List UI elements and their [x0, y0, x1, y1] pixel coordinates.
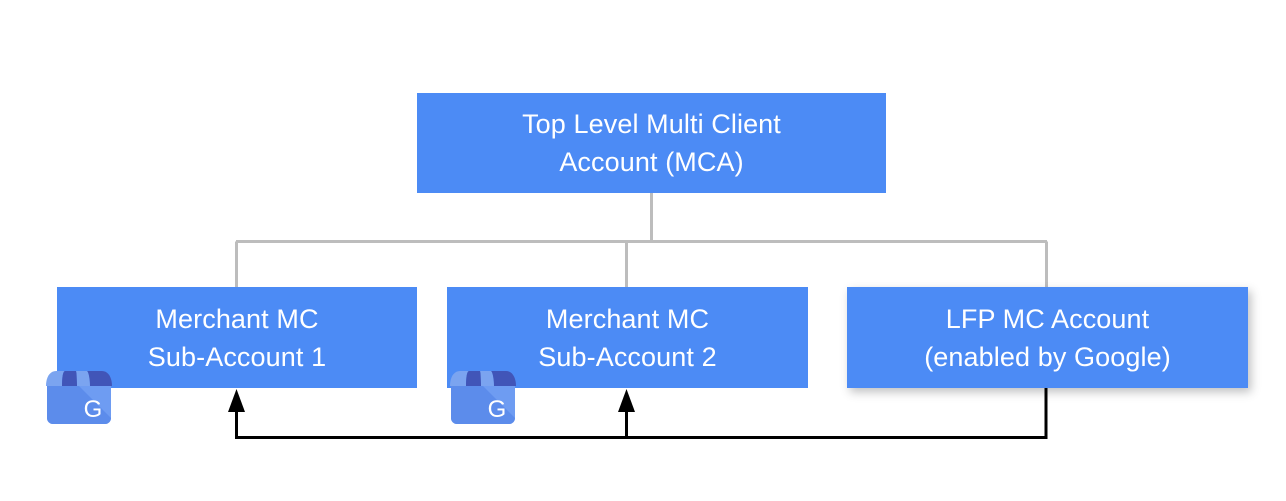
node-merchant-mc-sub-account-1-label: Merchant MC Sub-Account 1: [147, 303, 327, 372]
node-lfp-mc-account-label: LFP MC Account (enabled by Google): [924, 303, 1171, 372]
google-my-business-icon: G: [450, 371, 516, 424]
google-my-business-icon: G: [46, 371, 112, 424]
gmb-letter: G: [84, 396, 103, 423]
node-merchant-mc-sub-account-2-label: Merchant MC Sub-Account 2: [538, 303, 717, 372]
node-lfp-mc-account[interactable]: LFP MC Account (enabled by Google): [847, 287, 1248, 388]
gmb-letter: G: [488, 396, 507, 423]
node-merchant-mc-sub-account-1[interactable]: Merchant MC Sub-Account 1: [57, 287, 417, 388]
node-top-level-mca[interactable]: Top Level Multi Client Account (MCA): [417, 93, 886, 193]
node-top-level-mca-label: Top Level Multi Client Account (MCA): [522, 109, 781, 177]
node-merchant-mc-sub-account-2[interactable]: Merchant MC Sub-Account 2: [447, 287, 808, 388]
